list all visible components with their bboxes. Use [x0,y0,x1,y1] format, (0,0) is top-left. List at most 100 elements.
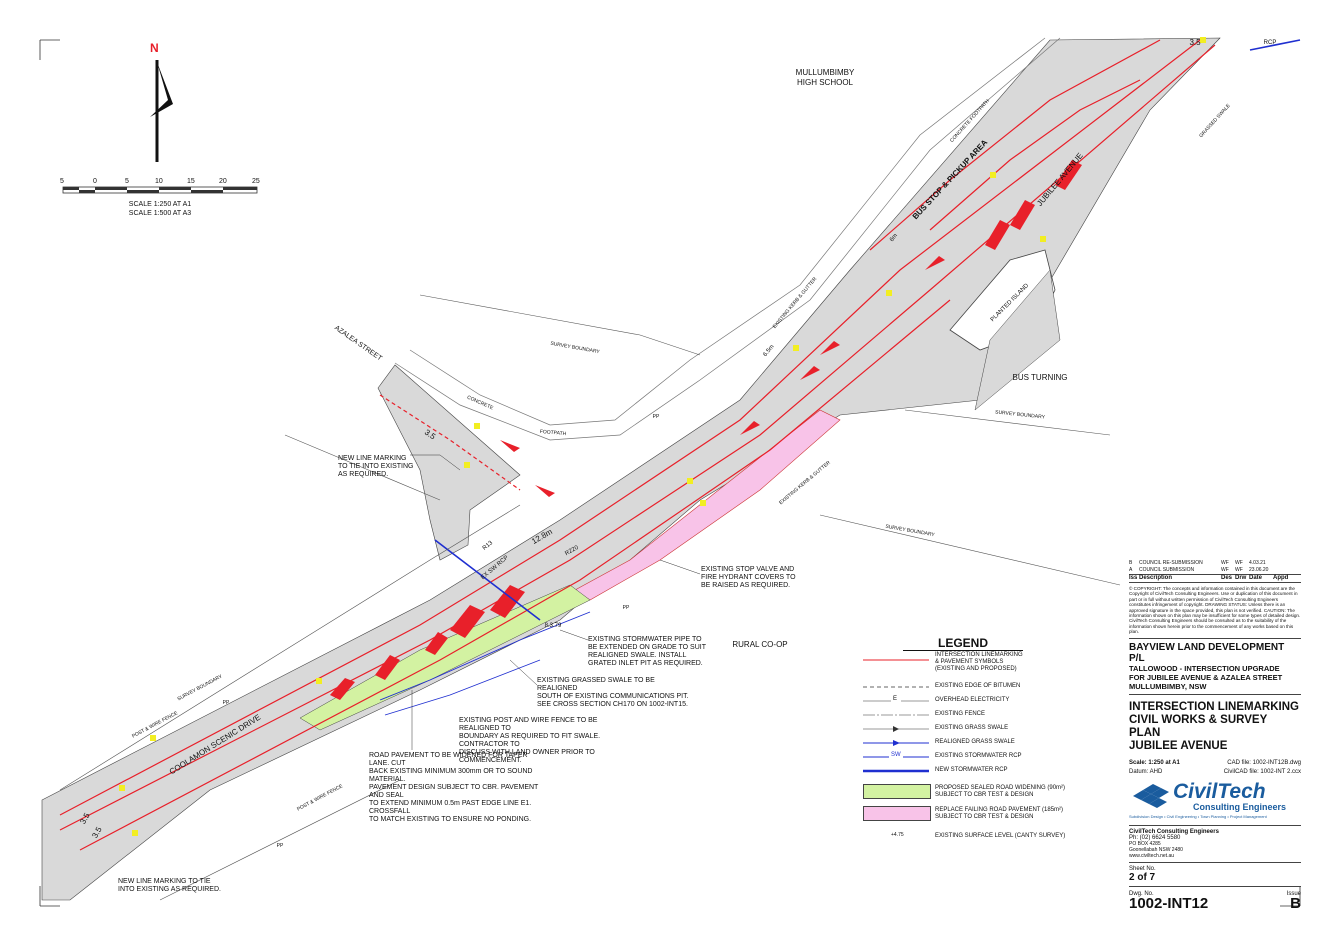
power-pole-label: PP [222,700,230,706]
rev-des: WF [1221,560,1229,566]
revision-row: B COUNCIL RE-SUBMISSION WF WF 4.03.21 [1129,560,1301,567]
legend-item: EXISTING EDGE OF BITUMEN [863,682,1103,696]
copyright-note: © COPYRIGHT: The concepts and informatio… [1129,586,1301,635]
legend-text: EXISTING FENCE [935,711,986,717]
dim-lane: 3.5 [1189,38,1201,47]
legend-stormwater-icon [863,756,929,758]
label-rcp: RCP [1263,40,1277,46]
note-line-marking-tie: NEW LINE MARKING TO TIE INTO EXISTING AS… [118,878,221,893]
scale-tick: 5 [60,178,64,185]
dwg-label: Dwg. No. [1129,890,1154,897]
legend-item: PROPOSED SEALED ROAD WIDENING (90m²) SUB… [863,784,1103,799]
legend-electricity-icon [863,700,929,702]
title-block: B COUNCIL RE-SUBMISSION WF WF 4.03.21 A … [1129,560,1301,918]
label-school: MULLUMBIMBY HIGH SCHOOL [795,68,855,87]
rev-head-desc: Description [1139,575,1173,581]
legend-text: EXISTING SURFACE LEVEL (CANTY SURVEY) [935,833,1066,839]
rev-iss: B [1129,560,1133,566]
painted-chevrons [330,160,1082,700]
cad-file: CAD file: 1002-INT12B.dwg [1227,759,1301,766]
legend-text: PROPOSED SEALED ROAD WIDENING (90m²) SUB… [935,785,1066,798]
datum: Datum: AHD [1129,768,1163,775]
legend-item: EXISTING GRASS SWALE [863,724,1103,738]
rev-drw: WF [1235,567,1243,573]
sheet-number: 2 of 7 [1129,871,1156,883]
rev-desc: COUNCIL RE-SUBMISSION [1139,560,1203,566]
legend-text: REPLACE FAILING ROAD PAVEMENT (185m²) SU… [935,807,1064,820]
label-bus-turning: BUS TURNING [1012,373,1068,382]
power-pole-label: PP [276,843,284,849]
rev-date: 23.06.20 [1249,567,1269,573]
scale-text: Scale: 1:250 at A1 [1129,759,1180,766]
legend-text: EXISTING EDGE OF BITUMEN [935,683,1021,689]
power-pole-label: PP [652,414,660,420]
scale-tick: 20 [219,178,227,185]
north-arrow-icon [150,60,173,162]
legend-text: EXISTING STORMWATER RCP [935,753,1022,759]
level-point: 8.3.79 [544,623,562,629]
revision-header: Iss Description Des Drw Date Appd [1129,574,1301,583]
rev-appd [1273,560,1287,567]
sheet-label: Sheet No. [1129,865,1156,872]
scale-tick: 25 [252,178,260,185]
dwg-labels: Dwg. No. Issue [1129,890,1301,899]
rev-date: 4.03.21 [1249,560,1266,566]
note-grassed-swale: EXISTING GRASSED SWALE TO BE REALIGNED S… [537,677,689,708]
company-address: PO BOX 4285 Goonellabah NSW 2480 www.civ… [1129,840,1183,859]
rev-head-des: Des [1221,575,1233,581]
legend-dash-line-icon [863,686,929,688]
pavement-arrows [500,256,945,497]
legend-item: NEW STORMWATER RCP [863,766,1103,780]
legend-item: REALIGNED GRASS SWALE [863,738,1103,752]
note-line-marking: NEW LINE MARKING TO TIE INTO EXISTING AS… [338,455,414,478]
pavement-symbols [119,37,1206,836]
scale-tick: 0 [93,178,97,185]
legend-code: E [893,696,898,702]
logo-grid-icon [1133,783,1169,808]
legend-item: E OVERHEAD ELECTRICITY [863,696,1103,710]
legend: LEGEND INTERSECTION LINEMARKING & PAVEME… [863,636,1093,839]
rev-des: WF [1221,567,1229,573]
rev-head-date: Date [1249,575,1263,581]
scale-ticks: 5 0 5 10 15 20 25 [58,178,268,188]
project-name: TALLOWOOD - INTERSECTION UPGRADE FOR JUB… [1129,663,1283,691]
company-phone: Ph: (02) 6624 5580 [1129,834,1181,841]
legend-code: SW [891,752,901,758]
scale-bar [62,186,258,194]
scale-tick: 10 [155,178,163,185]
legend-item: EXISTING FENCE [863,710,1103,724]
north-letter: N [150,41,159,55]
legend-pink-swatch [863,806,931,821]
logo-sub: Consulting Engineers [1193,801,1287,812]
civilcad-file: CivilCAD file: 1002-INT 2.ccx [1223,768,1301,775]
scale-tick: 5 [125,178,129,185]
scale-tick: 15 [187,178,195,185]
legend-item: INTERSECTION LINEMARKING & PAVEMENT SYMB… [863,652,1103,672]
legend-text: EXISTING GRASS SWALE [935,725,1009,731]
rev-head-drw: Drw [1235,575,1247,581]
azalea-street-pavement [377,364,521,561]
logo-word: CivilTech [1173,779,1266,803]
note-post-wire-fence: EXISTING POST AND WIRE FENCE TO BE REALI… [459,717,601,764]
legend-text: INTERSECTION LINEMARKING & PAVEMENT SYMB… [935,652,1023,672]
linemarking [59,39,1216,851]
company-logo: CivilTech Consulting Engineers Subdivisi… [1129,780,1301,822]
drawing-title: INTERSECTION LINEMARKING CIVIL WORKS & S… [1129,700,1299,752]
legend-swale-icon [863,726,929,732]
legend-code: +4.75 [891,832,904,838]
legend-new-rcp-icon [863,769,929,773]
legend-item: SW EXISTING STORMWATER RCP [863,752,1103,766]
legend-realigned-swale-icon [863,740,929,746]
legend-text: OVERHEAD ELECTRICITY [935,697,1010,703]
rev-head-appd: Appd [1273,575,1289,581]
rev-drw: WF [1235,560,1243,566]
legend-item: +4.75 EXISTING SURFACE LEVEL (CANTY SURV… [863,832,1103,846]
rev-desc: COUNCIL SUBMISSION [1139,567,1195,573]
issue-letter: B [1290,894,1301,912]
legend-green-swatch [863,784,931,799]
dwg-values: 1002-INT12 B [1129,894,1301,912]
legend-red-line-icon [863,659,929,661]
note-road-pavement: ROAD PAVEMENT TO BE WIDENED FOR TAPER LA… [369,752,539,823]
note-stormwater-pipe: EXISTING STORMWATER PIPE TO BE EXTENDED … [588,636,706,667]
